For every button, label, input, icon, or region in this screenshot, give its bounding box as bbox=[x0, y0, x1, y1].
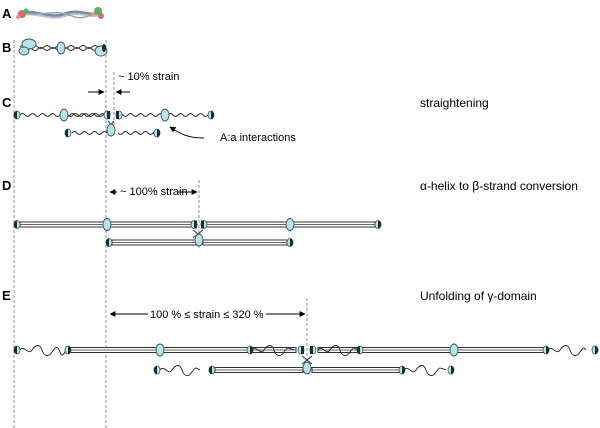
panel-letter-a: A bbox=[2, 6, 12, 21]
panel-c-molecule-top bbox=[13, 108, 215, 122]
panel-e-stage-label: Unfolding of γ-domain bbox=[420, 289, 537, 303]
panel-c-strain-marker: ~ 10% strain bbox=[88, 71, 179, 95]
panel-letter-d: D bbox=[2, 178, 11, 193]
panel-c-molecule-bottom bbox=[64, 120, 161, 138]
panel-letter-c: C bbox=[2, 95, 12, 110]
panel-letter-e: E bbox=[2, 288, 11, 303]
panel-d-stage-label: α-helix to β-strand conversion bbox=[420, 179, 578, 193]
panel-c-strain-label: ~ 10% strain bbox=[118, 71, 179, 83]
panel-d-strain-marker: ~ 100% strain bbox=[109, 184, 198, 198]
panel-d-molecule-top bbox=[13, 218, 382, 231]
panel-d-molecule-bottom bbox=[105, 229, 294, 247]
panel-d-strain-label: ~ 100% strain bbox=[120, 186, 188, 198]
panel-e-strain-marker: 100 % ≤ strain ≤ 320 % bbox=[109, 306, 306, 321]
panel-b-molecule bbox=[18, 38, 108, 57]
panel-c-stage-label: straightening bbox=[420, 96, 489, 110]
panel-c-interaction-label: A:a interactions bbox=[220, 132, 296, 144]
panel-e-strain-label: 100 % ≤ strain ≤ 320 % bbox=[150, 309, 264, 321]
panel-c-interaction-callout: A:a interactions bbox=[169, 126, 296, 144]
panel-a-molecule bbox=[16, 7, 104, 19]
panel-letter-b: B bbox=[2, 40, 11, 55]
panel-e-molecule-bottom bbox=[153, 355, 455, 377]
panel-e-molecule-top bbox=[13, 343, 599, 357]
